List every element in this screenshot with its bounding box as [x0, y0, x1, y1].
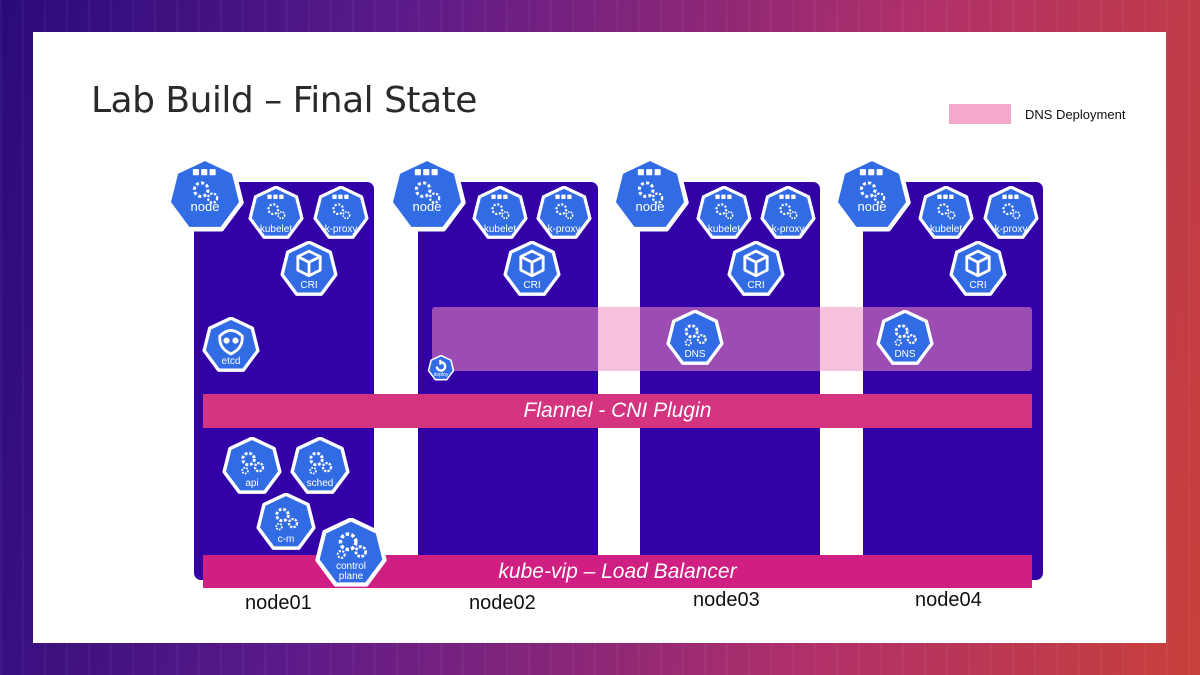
legend-label-dns: DNS Deployment: [1025, 106, 1126, 122]
legend-swatch-dns: [949, 104, 1011, 124]
kube-vip-label: kube-vip – Load Balancer: [498, 559, 737, 583]
node03-node-icon: node: [608, 157, 692, 233]
node03-kproxy-label: k-proxy: [771, 223, 805, 235]
etcd-label: etcd: [221, 356, 241, 368]
controller-manager-label: c-m: [277, 533, 295, 545]
deploy-icon: deploy: [427, 355, 455, 381]
dns-deployment-band: [432, 307, 1032, 371]
node04-kubelet-icon: kubelet: [915, 186, 977, 240]
node04-kproxy-label: k-proxy: [994, 223, 1028, 235]
node03-cri-label: CRI: [747, 280, 765, 292]
node02-kproxy-label: k-proxy: [547, 223, 581, 235]
dns-pod-node04-label: DNS: [894, 349, 916, 361]
node01-node-icon: node: [163, 157, 247, 233]
controller-manager-icon: c-m: [255, 493, 317, 551]
dns-pod-node03-label: DNS: [684, 349, 706, 361]
node01-kproxy-label: k-proxy: [324, 223, 358, 235]
etcd-icon: etcd: [200, 317, 262, 373]
node02-node-label: node: [412, 198, 442, 214]
node02-panel: [418, 182, 598, 580]
node04-node-icon: node: [830, 157, 914, 233]
flannel-cni-band: Flannel - CNI Plugin: [203, 394, 1032, 428]
node01-kproxy-icon: k-proxy: [310, 186, 372, 240]
node03-kubelet-label: kubelet: [707, 223, 741, 235]
flannel-cni-label: Flannel - CNI Plugin: [523, 399, 712, 422]
node03-panel: [640, 182, 820, 580]
node01-kubelet-icon: kubelet: [245, 186, 307, 240]
slide: Lab Build – Final State DNS Deployment F…: [33, 32, 1166, 643]
api-icon: api: [221, 437, 283, 495]
node03-kubelet-icon: kubelet: [693, 186, 755, 240]
node02-cri-label: CRI: [523, 280, 541, 292]
node03-label: node03: [693, 589, 760, 611]
deploy-label: deploy: [433, 372, 449, 379]
node04-kproxy-icon: k-proxy: [980, 186, 1042, 240]
node04-cri-icon: CRI: [947, 241, 1009, 297]
node01-label: node01: [245, 592, 312, 614]
node02-label: node02: [469, 592, 536, 614]
node02-kubelet-label: kubelet: [483, 223, 517, 235]
node02-cri-icon: CRI: [501, 241, 563, 297]
dns-pod-node04-icon: DNS: [875, 310, 935, 366]
legend: DNS Deployment: [949, 104, 1125, 124]
node03-node-label: node: [635, 198, 665, 214]
node03-kproxy-icon: k-proxy: [757, 186, 819, 240]
control-plane-label-line2: plane: [338, 570, 364, 582]
node04-panel: [863, 182, 1043, 580]
node01-cri-icon: CRI: [278, 241, 340, 297]
sched-icon: sched: [289, 437, 351, 495]
node01-kubelet-label: kubelet: [259, 223, 293, 235]
node04-cri-label: CRI: [969, 280, 987, 292]
control-plane-label-line1: control: [335, 561, 366, 573]
node04-kubelet-label: kubelet: [929, 223, 963, 235]
node01-node-label: node: [190, 198, 220, 214]
page-title: Lab Build – Final State: [91, 80, 477, 121]
node02-kproxy-icon: k-proxy: [533, 186, 595, 240]
api-label: api: [245, 477, 259, 489]
node02-kubelet-icon: kubelet: [469, 186, 531, 240]
sched-label: sched: [306, 477, 334, 489]
node01-cri-label: CRI: [300, 280, 318, 292]
node04-node-label: node: [857, 198, 887, 214]
node03-cri-icon: CRI: [725, 241, 787, 297]
dns-pod-node03-icon: DNS: [665, 310, 725, 366]
node04-label: node04: [915, 589, 982, 611]
node02-node-icon: node: [385, 157, 469, 233]
